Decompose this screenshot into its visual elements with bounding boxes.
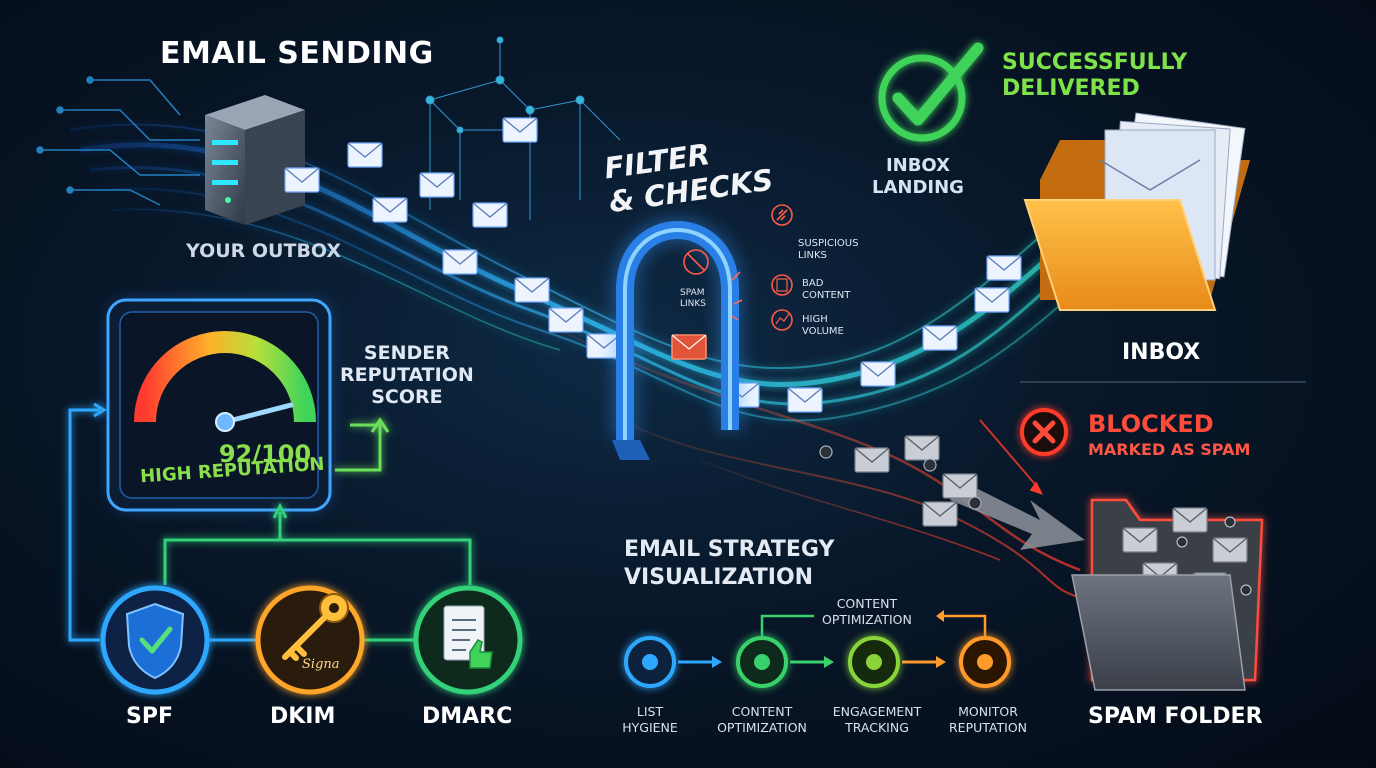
- reputation-label-line3: Score: [371, 386, 443, 408]
- outbox-label: Your Outbox: [186, 240, 342, 262]
- gauge-needle: [222, 402, 294, 425]
- strategy-pipeline: [624, 610, 1011, 688]
- strategy-top-line1: Content: [836, 596, 898, 611]
- inbox-landing-label: Inbox Landing: [872, 155, 964, 199]
- spf-badge-icon: [100, 585, 210, 695]
- spam-direction-arrow: [950, 480, 1085, 550]
- key-signature-text: Signa: [302, 657, 340, 672]
- delivered-status-line1: Successfully: [1002, 50, 1188, 75]
- check-label-line2: Links: [798, 250, 827, 261]
- check-label-line2: Content: [802, 290, 851, 301]
- check-spam-links: Spam Links: [680, 288, 706, 310]
- step-line2: Reputation: [948, 720, 1028, 735]
- check-label-line2: Volume: [802, 326, 844, 337]
- check-high-volume: High Volume: [802, 314, 844, 338]
- delivered-status: Successfully Delivered: [1002, 50, 1187, 102]
- filter-check-icons: [671, 204, 793, 360]
- dmarc-badge-icon: [413, 585, 523, 695]
- strategy-title-line1: Email Strategy: [624, 537, 835, 562]
- strategy-title: Email Strategy Visualization: [624, 536, 834, 592]
- success-check-icon: [878, 42, 984, 142]
- step-line1: Monitor: [958, 704, 1018, 719]
- blocked-x-icon: [1020, 408, 1068, 456]
- step-line2: Optimization: [717, 720, 807, 735]
- step-content-optimization: Content Optimization: [702, 704, 822, 736]
- dmarc-label: DMARC: [422, 704, 513, 729]
- reputation-score: 92/100: [218, 440, 312, 468]
- step-line1: Engagement: [832, 704, 922, 719]
- step-line2: Tracking: [845, 720, 909, 735]
- spf-label: SPF: [126, 704, 173, 729]
- marked-as-spam-label: Marked as Spam: [1088, 440, 1251, 459]
- dkim-badge-icon: Signa: [255, 585, 365, 695]
- step-list-hygiene: List Hygiene: [620, 704, 680, 736]
- check-label-line1: Bad: [802, 278, 824, 289]
- sender-reputation-label: Sender Reputation Score: [340, 342, 474, 408]
- strategy-top-label: Content Optimization: [822, 596, 912, 628]
- strategy-top-line2: Optimization: [822, 612, 912, 627]
- check-label-line1: High: [802, 314, 828, 325]
- spam-folder-label: Spam Folder: [1088, 704, 1263, 729]
- protocol-connectors: [68, 402, 472, 642]
- step-line2: Hygiene: [622, 720, 678, 735]
- reputation-panel: [106, 298, 332, 512]
- check-label-line2: Links: [680, 299, 707, 309]
- check-label-line1: Suspicious: [798, 238, 859, 249]
- spam-envelopes: [819, 435, 982, 527]
- blocked-status: Blocked: [1088, 410, 1214, 438]
- step-line1: List: [636, 704, 664, 719]
- step-engagement-tracking: Engagement Tracking: [822, 704, 932, 736]
- inbox-folder-label: Inbox: [1122, 340, 1201, 365]
- filter-gate: [612, 217, 743, 460]
- reputation-label-line2: Reputation: [340, 364, 474, 386]
- strategy-title-line2: Visualization: [624, 565, 814, 590]
- check-label-line1: Spam: [680, 288, 705, 298]
- inbox-folder-icon: [1023, 112, 1250, 311]
- circuit-lines: [36, 76, 200, 206]
- step-monitor-reputation: Monitor Reputation: [936, 704, 1040, 736]
- outbox-server-icon: [205, 95, 305, 225]
- spam-folder-icon: [1071, 498, 1264, 691]
- delivered-status-line2: Delivered: [1002, 76, 1140, 101]
- dkim-label: DKIM: [270, 704, 336, 729]
- inbox-landing-line2: Landing: [872, 177, 964, 198]
- inbox-landing-line1: Inbox: [885, 155, 950, 176]
- reputation-label-line1: Sender: [363, 342, 450, 364]
- check-bad-content: Bad Content: [802, 278, 850, 302]
- step-line1: Content: [731, 704, 793, 719]
- email-sending-title: Email Sending: [160, 36, 434, 71]
- check-suspicious-links: Suspicious Links: [798, 238, 858, 262]
